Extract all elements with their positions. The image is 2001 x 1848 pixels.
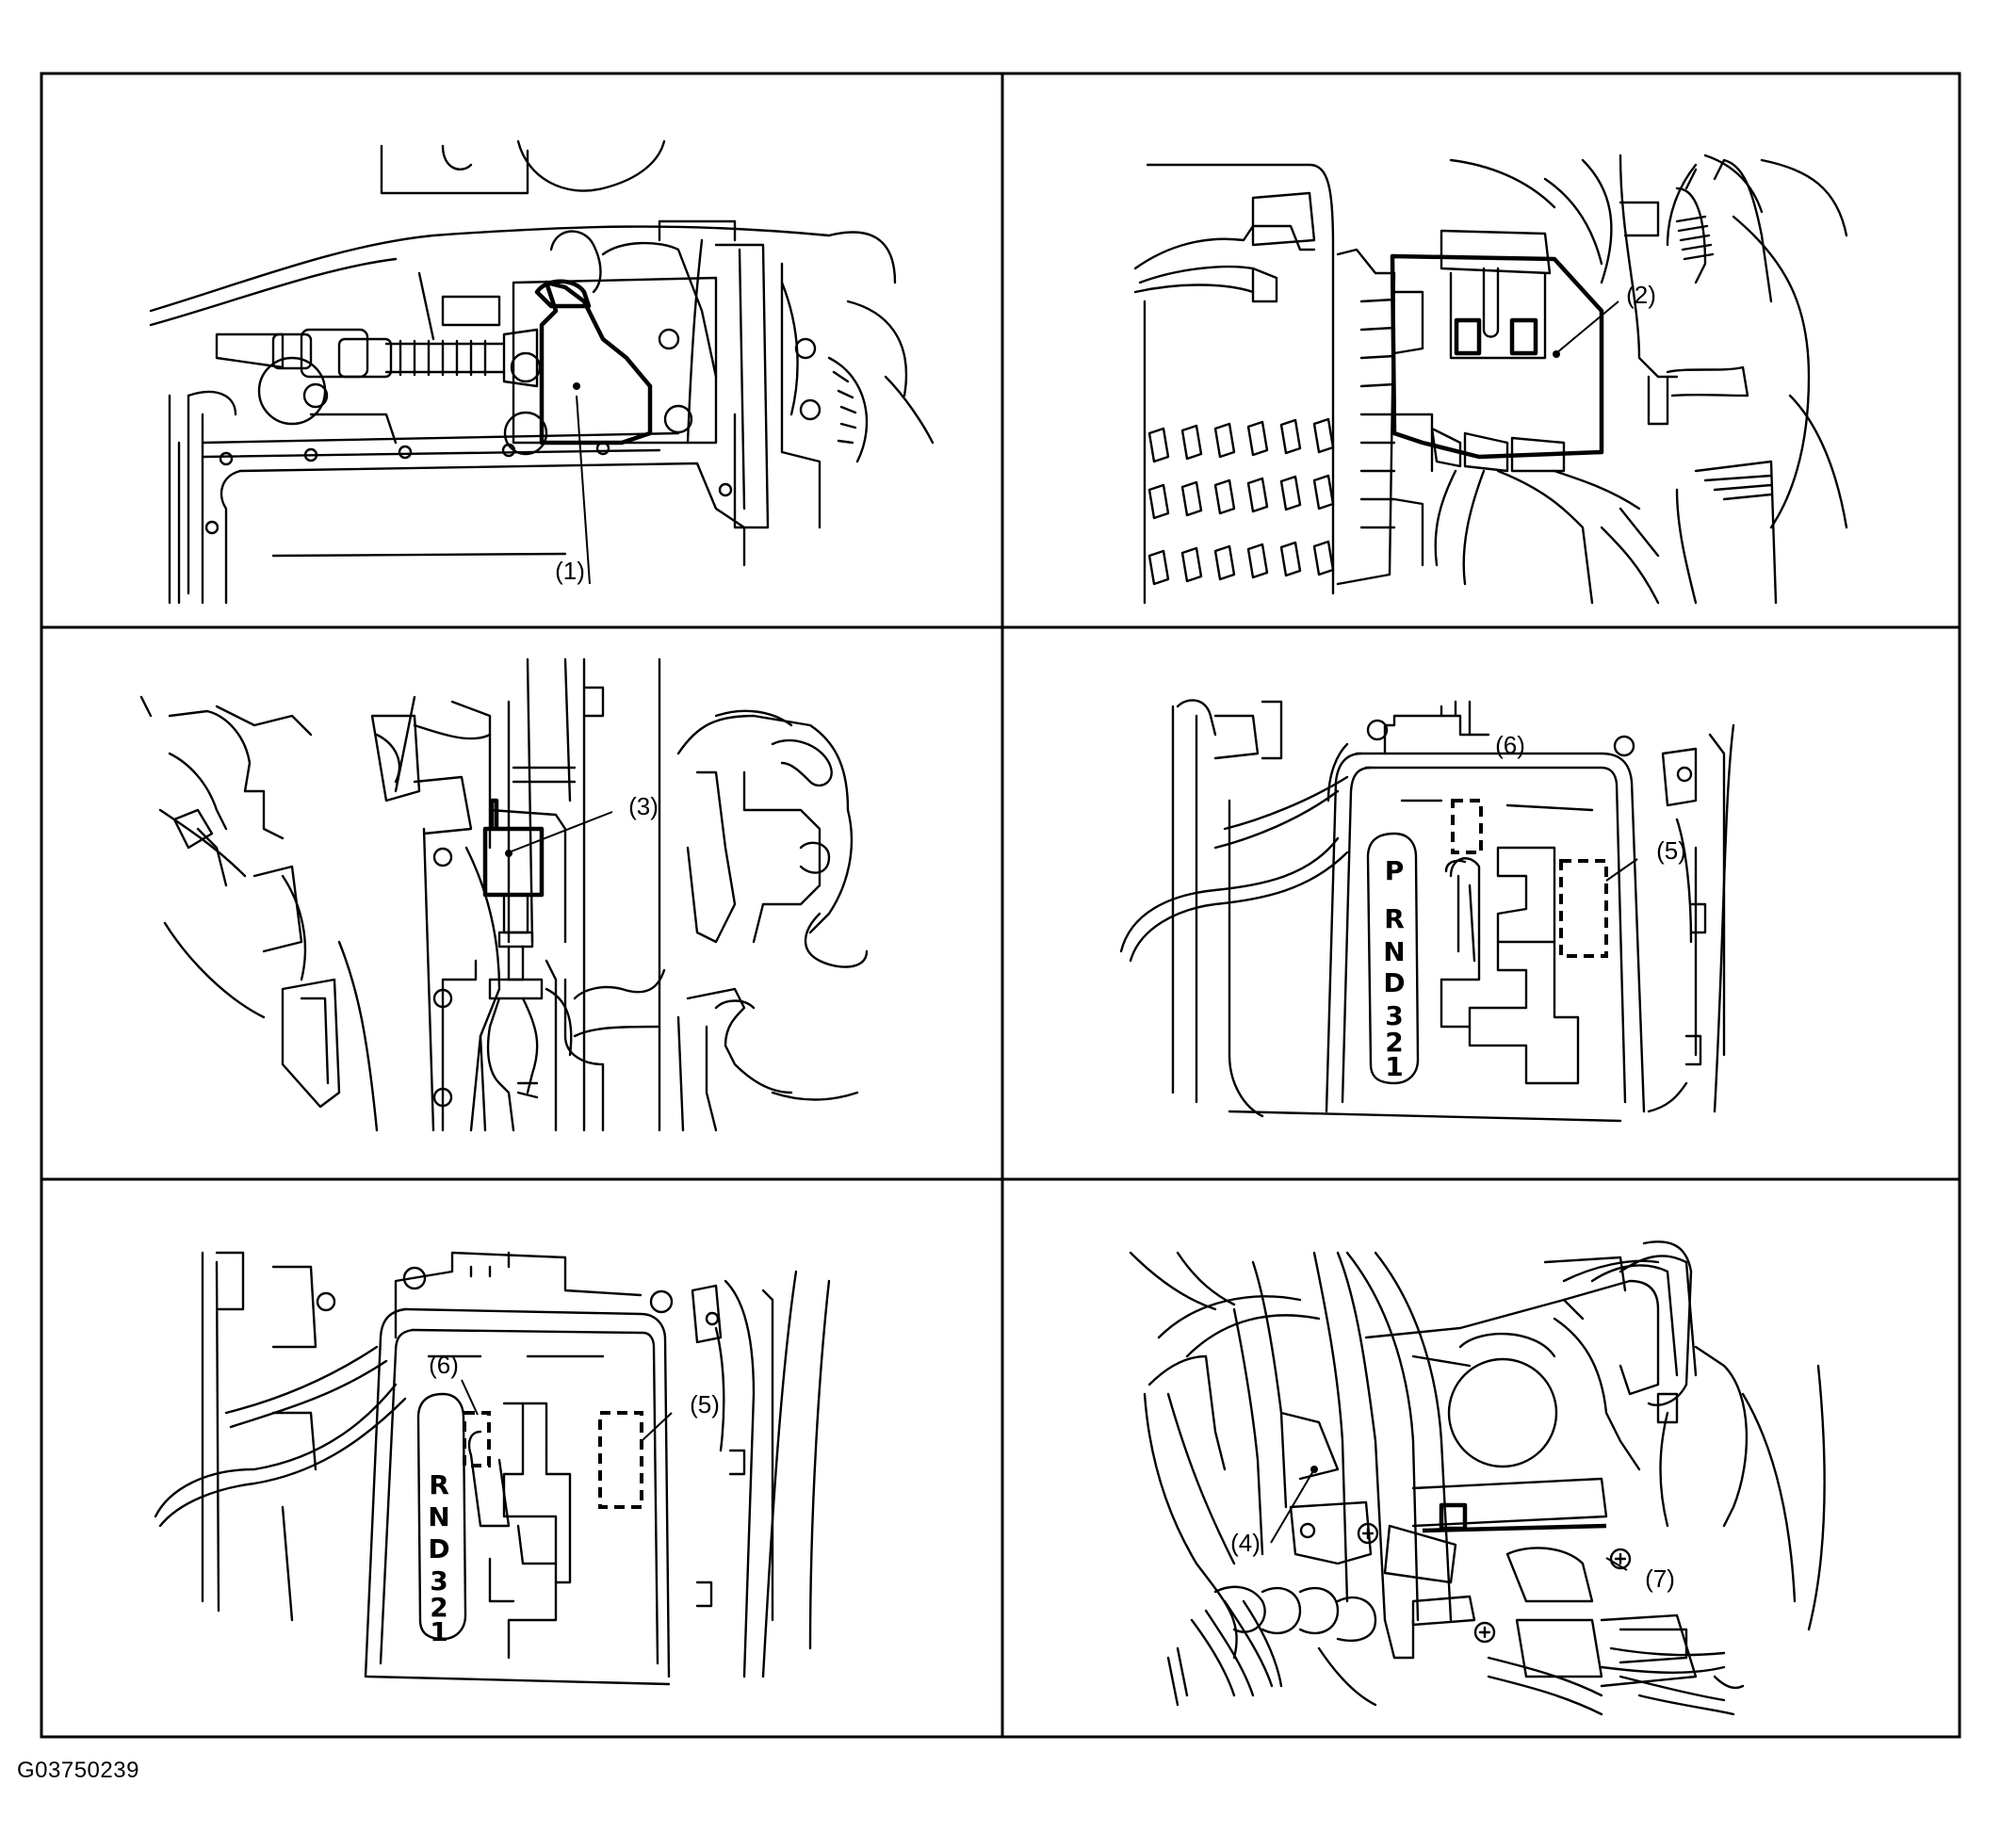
callout-5: (5): [1656, 836, 1686, 865]
callout-6: (6): [1495, 731, 1525, 759]
gate-letter: 2: [1385, 1027, 1403, 1058]
gate-letter: N: [428, 1501, 449, 1532]
gate-letter: R: [1384, 903, 1405, 934]
dashed-area-6: [463, 1411, 491, 1467]
dashed-area-6: [1451, 799, 1483, 854]
gate-letter: D: [1383, 967, 1405, 998]
gate-letter: R: [429, 1469, 449, 1500]
callout-6: (6): [429, 1351, 459, 1379]
panel-shift-gate-park: (6) (5) P R N D 3 2 1: [1119, 699, 1735, 1123]
panel-control-module: (2): [1133, 154, 1848, 605]
callout-1: (1): [555, 557, 585, 585]
panel-3-illustration: [139, 657, 869, 1132]
panel-transmission-range-switch: (1): [149, 139, 935, 605]
callout-5: (5): [690, 1390, 720, 1418]
panel-5-illustration: [154, 1251, 831, 1686]
gate-letter: 3: [1385, 1000, 1403, 1031]
panel-4-illustration: [1119, 699, 1735, 1123]
callout-3: (3): [628, 792, 659, 820]
figure-id: G03750239: [17, 1758, 139, 1783]
callout-7: (7): [1645, 1564, 1675, 1593]
panel-grid: [40, 72, 1961, 1739]
panel-shift-gate-reverse: (6) (5) R N D 3 2 1: [154, 1251, 831, 1686]
gate-indicator-letters: P R N D 3 2 1: [1383, 855, 1405, 1082]
gate-letter: P: [1385, 855, 1405, 886]
gate-letter: 1: [430, 1616, 447, 1647]
panel-2-illustration: [1133, 154, 1848, 605]
panel-6-illustration: [1129, 1240, 1826, 1716]
gate-letter: 3: [430, 1565, 447, 1597]
panel-brake-switch: (3): [139, 657, 869, 1132]
callout-4: (4): [1230, 1529, 1261, 1557]
gate-letter: 1: [1385, 1051, 1403, 1082]
gate-letter: 2: [430, 1592, 447, 1623]
gate-letter: D: [428, 1533, 449, 1564]
panel-1-illustration: [149, 139, 935, 605]
gate-letter: N: [1383, 936, 1405, 967]
callout-2: (2): [1626, 281, 1656, 309]
panel-shift-lock-harness: (4) (7): [1129, 1240, 1826, 1716]
dashed-area-5: [598, 1411, 643, 1509]
dashed-area-5: [1559, 859, 1608, 958]
gate-indicator-letters: R N D 3 2 1: [428, 1469, 449, 1647]
